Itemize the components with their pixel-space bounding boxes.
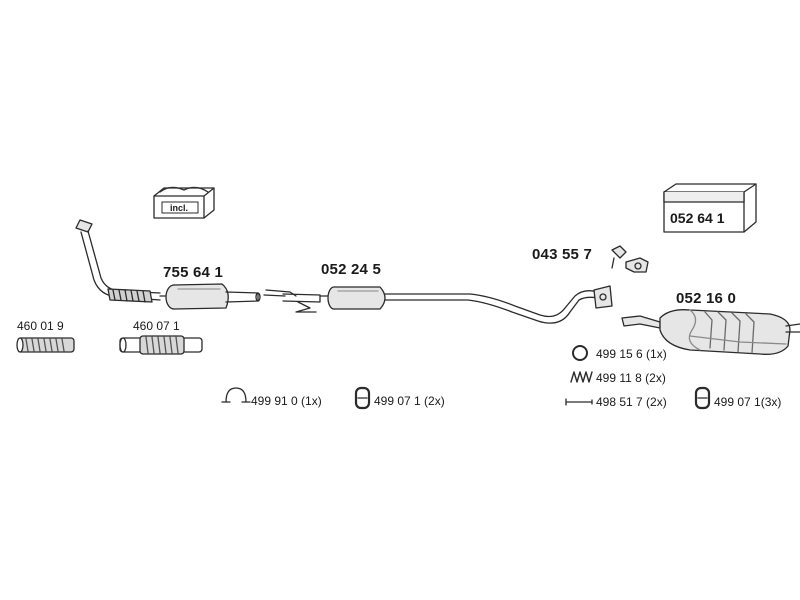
hanger-rear-label: 499 07 1(3x) xyxy=(714,395,782,409)
front-pipe-part-number: 755 64 1 xyxy=(163,264,223,281)
middle-silencer-drawing xyxy=(263,285,613,324)
ring-label: 499 15 6 (1x) xyxy=(596,347,667,361)
rubber-hanger-icon-mid xyxy=(354,386,371,410)
clamp-icon xyxy=(221,387,251,403)
mounting-kit-box xyxy=(663,183,757,233)
ring-icon xyxy=(572,345,588,361)
flex-pipe-left-part-number: 460 01 9 xyxy=(17,319,64,333)
flex-pipe-right-drawing xyxy=(119,335,203,355)
clamp-label: 499 91 0 (1x) xyxy=(251,394,322,408)
bolt-icon xyxy=(565,398,593,406)
middle-silencer-part-number: 052 24 5 xyxy=(321,261,381,278)
rear-silencer-part-number: 052 16 0 xyxy=(676,290,736,307)
bracket-part-number: 043 55 7 xyxy=(532,246,592,263)
spring-label: 499 11 8 (2x) xyxy=(596,371,666,385)
front-silencer-drawing xyxy=(159,283,261,310)
spring-icon xyxy=(570,371,593,383)
bracket-drawing xyxy=(611,245,649,273)
rear-silencer-drawing xyxy=(621,309,800,355)
incl-kit-box xyxy=(153,186,215,219)
rubber-hanger-icon-rear xyxy=(694,386,711,410)
flex-pipe-right-part-number: 460 07 1 xyxy=(133,319,180,333)
front-pipe-drawing xyxy=(75,219,161,303)
hanger-mid-label: 499 07 1 (2x) xyxy=(374,394,445,408)
flex-pipe-left-drawing xyxy=(16,337,75,353)
bolt-label: 498 51 7 (2x) xyxy=(596,395,667,409)
incl-label: incl. xyxy=(170,203,189,213)
mounting-kit-part-number: 052 64 1 xyxy=(670,210,725,226)
